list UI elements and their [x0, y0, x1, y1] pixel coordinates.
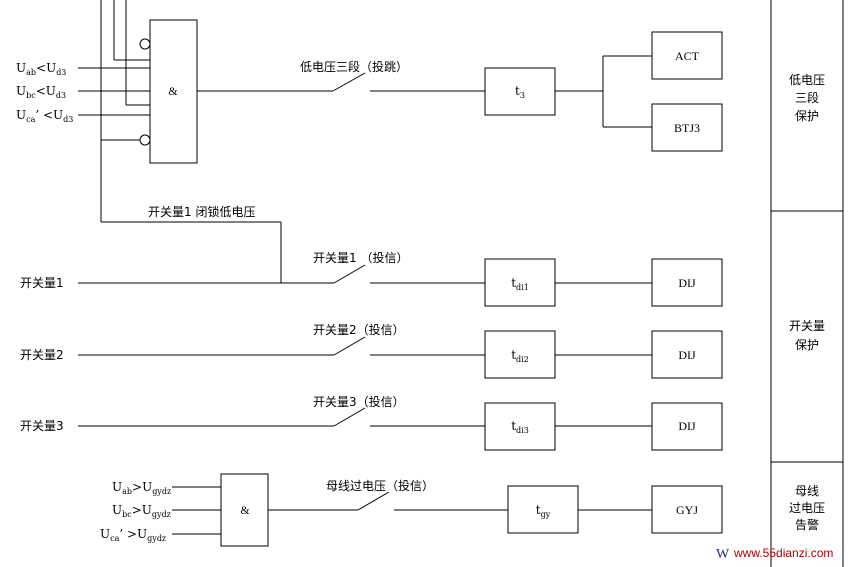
switch-row-3-contact — [333, 407, 366, 427]
and-gate-2-symbol: & — [240, 503, 250, 517]
bus-overvoltage-switch-contact — [357, 491, 390, 511]
switch-row-3-switch-label: 开关量3（投信） — [313, 394, 405, 409]
bus-overvoltage-section: Uab>Ugydz Ubc>Ugydz Uca’ >Ugydz & 母线过电压（… — [100, 473, 723, 547]
watermark-prefix: W — [716, 547, 730, 562]
switch-row-1-timer-label: tdi1 — [511, 276, 529, 292]
watermark-text: www.55dianzi.com — [733, 546, 833, 560]
interlock-label: 开关量1 闭锁低电压 — [148, 204, 255, 219]
side-panels: 低电压 三段 保护 开关量 保护 母线 过电压 告警 — [770, 0, 844, 567]
side-panel-1-line-3: 保护 — [795, 109, 819, 123]
act-box — [651, 31, 723, 80]
gate2-input-label-3: Uca’ >Ugydz — [100, 527, 166, 543]
low-voltage-section: Uab<Ud3 Ubc<Ud3 Uca’ <Ud3 & 低电压三段（投跳） t3… — [16, 0, 723, 283]
switch-row-2-timer — [484, 330, 556, 379]
btj3-label: BTJ3 — [674, 121, 700, 135]
side-panel-3-line-3: 告警 — [795, 517, 819, 532]
gate2-input-label-1: Uab>Ugydz — [112, 480, 171, 496]
gyj-box — [651, 485, 723, 534]
switch-row-2-output-label: DIJ — [678, 348, 696, 362]
side-panel-3-line-1: 母线 — [795, 484, 819, 498]
bus-overvoltage-switch-label: 母线过电压（投信） — [326, 478, 434, 493]
switch-row-1-input-label: 开关量1 — [20, 276, 64, 290]
switch-row-1-switch-label: 开关量1 （投信） — [313, 250, 408, 265]
switch-row-2: 开关量2 开关量2（投信） tdi2 DIJ — [20, 322, 723, 379]
gyj-label: GYJ — [676, 503, 698, 517]
gate1-input-label-3: Uca’ <Ud3 — [16, 108, 73, 124]
gate1-input-label-1: Uab<Ud3 — [16, 61, 66, 77]
timer-t3 — [484, 67, 556, 116]
low-voltage-switch-contact — [332, 72, 366, 92]
switch-row-3-timer — [484, 402, 556, 451]
side-panel-2-line-1: 开关量 — [789, 319, 825, 333]
timer-tgy — [507, 485, 579, 534]
switch-row-3-output-box — [651, 402, 723, 451]
side-panel-3-line-2: 过电压 — [789, 501, 825, 515]
gate2-input-label-2: Ubc>Ugydz — [112, 503, 171, 519]
inverter-bubble-bottom — [139, 134, 151, 146]
switch-row-2-timer-label: tdi2 — [511, 348, 529, 364]
gate1-input-label-2: Ubc<Ud3 — [16, 84, 66, 100]
watermark: W www.55dianzi.com — [716, 546, 833, 562]
side-panel-1-line-1: 低电压 — [789, 73, 825, 87]
switch-row-3-input-label: 开关量3 — [20, 419, 64, 433]
switch-row-1-contact — [333, 264, 366, 284]
switch-row-1: 开关量1 开关量1 （投信） tdi1 DIJ — [20, 250, 723, 307]
switch-row-2-contact — [333, 336, 366, 356]
switch-row-2-input-label: 开关量2 — [20, 348, 64, 362]
inverter-bubble-top — [139, 38, 151, 50]
and-gate-1-symbol: & — [168, 84, 178, 98]
switch-row-1-timer — [484, 258, 556, 307]
side-panel-2-line-2: 保护 — [795, 338, 819, 352]
timer-t3-label: t3 — [515, 84, 525, 100]
switch-row-2-switch-label: 开关量2（投信） — [313, 322, 405, 337]
switch-row-3-output-label: DIJ — [678, 419, 696, 433]
and-gate-2 — [220, 473, 269, 547]
switch-row-1-output-label: DIJ — [678, 276, 696, 290]
timer-tgy-label: tgy — [536, 503, 551, 519]
switch-row-3: 开关量3 开关量3（投信） tdi3 DIJ — [20, 394, 723, 451]
switch-row-1-output-box — [651, 258, 723, 307]
low-voltage-switch-label: 低电压三段（投跳） — [300, 59, 408, 74]
switch-row-2-output-box — [651, 330, 723, 379]
side-panel-1-line-2: 三段 — [795, 90, 819, 105]
act-label: ACT — [675, 49, 700, 63]
btj3-box — [651, 103, 723, 152]
switch-row-3-timer-label: tdi3 — [511, 419, 529, 435]
